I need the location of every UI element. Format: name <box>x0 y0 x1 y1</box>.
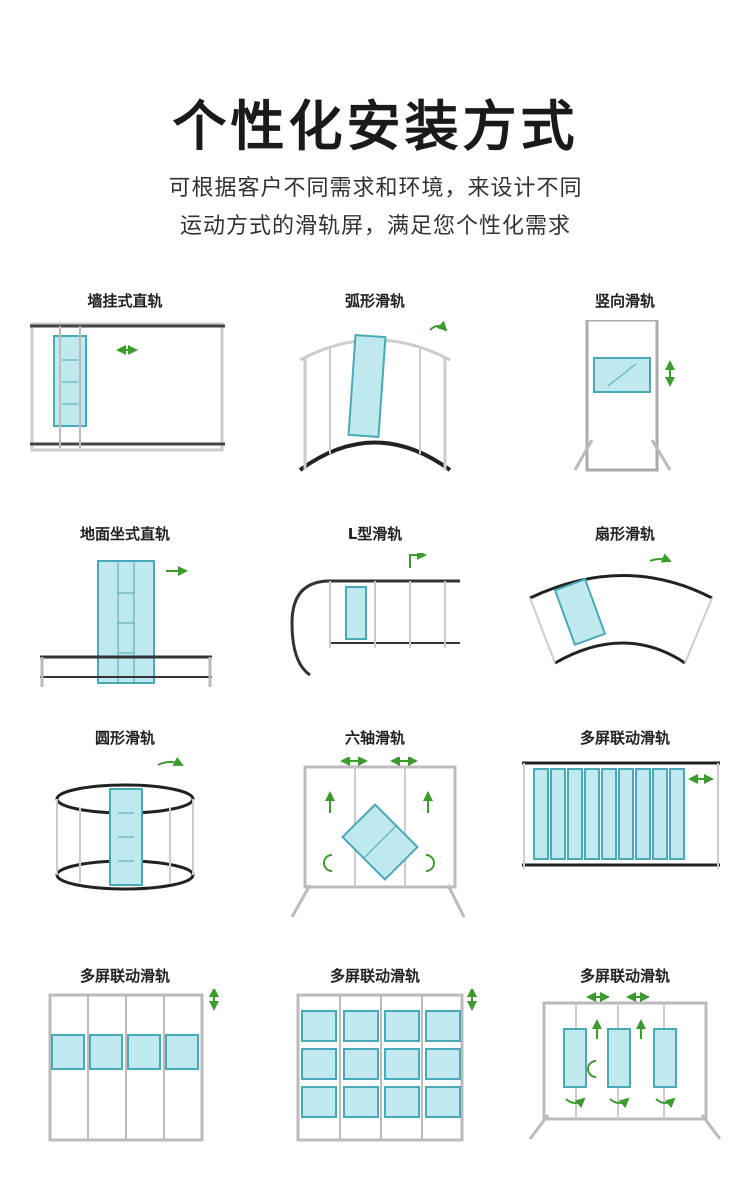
wall-mounted-straight-rail-icon <box>30 322 225 452</box>
item-label: 地面坐式直轨 <box>79 525 170 543</box>
item-label: 六轴滑轨 <box>344 729 405 747</box>
item-label: 墙挂式直轨 <box>87 292 163 310</box>
item-floor: 地面坐式直轨 <box>0 523 250 753</box>
six-axis-rail-icon <box>290 757 466 918</box>
item-wall-mounted: 墙挂式直轨 <box>0 290 250 520</box>
item-label: 竖向滑轨 <box>594 292 655 310</box>
item-fan: 扇形滑轨 <box>500 523 750 753</box>
multi-screen-grid-rail-icon <box>296 989 477 1142</box>
circular-rail-icon <box>55 757 195 891</box>
item-label: 圆形滑轨 <box>94 729 155 747</box>
item-label: 多屏联动滑轨 <box>579 729 670 747</box>
item-vertical: 竖向滑轨 <box>500 290 750 520</box>
item-multi-rotate: 多屏联动滑轨 <box>500 965 750 1195</box>
floor-standing-straight-rail-icon <box>40 560 212 687</box>
arc-rail-icon <box>298 320 452 472</box>
item-label: 弧形滑轨 <box>344 292 405 310</box>
fan-shaped-rail-icon <box>529 553 713 665</box>
multi-screen-horizontal-rail-icon <box>522 761 720 869</box>
item-label: 多屏联动滑轨 <box>79 967 170 985</box>
multi-screen-rotating-rail-icon <box>528 992 722 1140</box>
item-circular: 圆形滑轨 <box>0 727 250 957</box>
item-multi-v: 多屏联动滑轨 <box>0 965 250 1195</box>
item-label: L型滑轨 <box>347 525 403 543</box>
l-shaped-rail-icon <box>290 553 460 677</box>
item-multi-grid: 多屏联动滑轨 <box>250 965 500 1195</box>
multi-screen-vertical-rail-icon <box>48 989 219 1142</box>
subtitle-line-1: 可根据客户不同需求和环境，来设计不同 <box>168 176 583 201</box>
page-title: 个性化安装方式 <box>172 95 579 158</box>
item-label: 多屏联动滑轨 <box>579 967 670 985</box>
item-arc: 弧形滑轨 <box>250 290 500 520</box>
item-l-shape: L型滑轨 <box>250 523 500 753</box>
item-six-axis: 六轴滑轨 <box>250 727 500 957</box>
subtitle-line-2: 运动方式的滑轨屏，满足您个性化需求 <box>179 214 571 239</box>
vertical-rail-icon <box>573 320 675 472</box>
item-multi-h: 多屏联动滑轨 <box>500 727 750 957</box>
item-label: 扇形滑轨 <box>594 525 655 543</box>
item-label: 多屏联动滑轨 <box>329 967 420 985</box>
